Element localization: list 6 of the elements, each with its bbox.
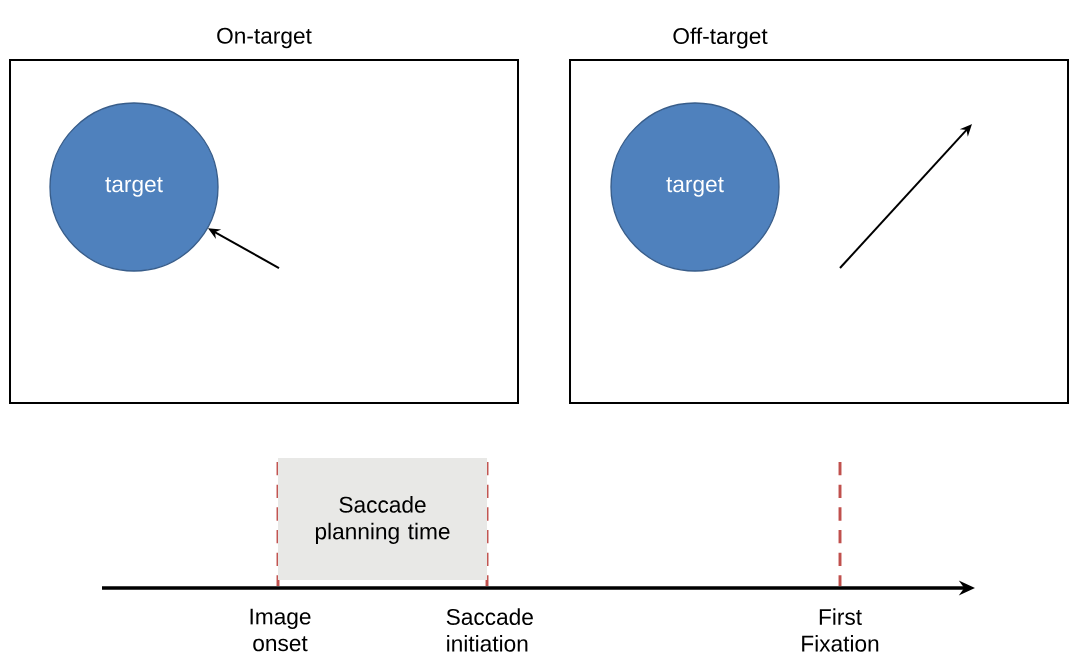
time-label: Saccade initiation	[446, 608, 533, 652]
panel-heading: Off-target	[673, 27, 768, 49]
shaded-band: Saccade planning time	[277, 458, 488, 580]
time-label: First Fixation	[802, 608, 879, 652]
panel-heading: On-target	[217, 27, 312, 49]
time-label: Image onset	[250, 608, 311, 652]
